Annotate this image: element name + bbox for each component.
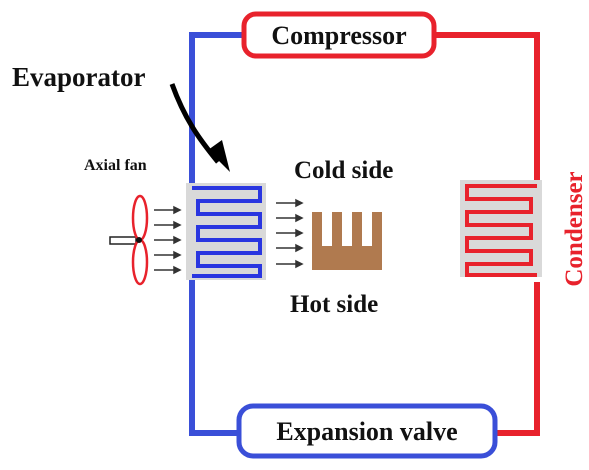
evaporator-pointer-arrow	[169, 83, 230, 172]
condenser-coil	[460, 180, 542, 277]
cold-side-label: Cold side	[294, 157, 393, 184]
heatsink	[312, 212, 382, 270]
hot-side-piping	[432, 32, 540, 436]
evaporator-label: Evaporator	[12, 62, 146, 92]
airflow-arrows-cold	[276, 198, 304, 269]
evaporator-coil	[186, 183, 266, 280]
condenser-label: Condenser	[561, 171, 588, 286]
axial-fan-label: Axial fan	[84, 157, 147, 174]
airflow-arrows-fan	[154, 205, 182, 275]
compressor: Compressor	[241, 11, 437, 59]
expansion-valve-label: Expansion valve	[276, 417, 457, 446]
expansion-valve: Expansion valve	[236, 403, 498, 459]
hot-side-label: Hot side	[290, 291, 378, 318]
compressor-label: Compressor	[271, 21, 406, 50]
axial-fan	[109, 194, 149, 286]
cold-side-piping	[189, 32, 244, 436]
